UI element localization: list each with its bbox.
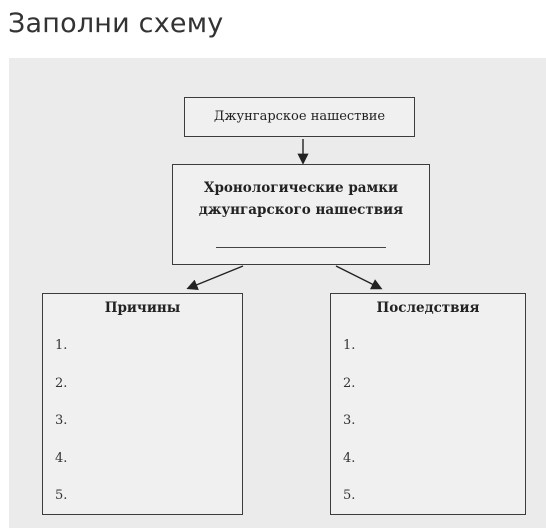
list-item: 2. (343, 375, 356, 391)
page-title: Заполни схему (8, 8, 224, 39)
list-item: 1. (55, 338, 68, 353)
effects-title: Последствия (376, 300, 480, 316)
effects-list: 1. 2. 3. 4. 5. (343, 338, 355, 526)
invasion-box: Джунгарское нашествие (184, 97, 415, 137)
diagram-arrows (186, 139, 383, 291)
list-item: 2. (55, 375, 68, 391)
effects-box: Последствия 1. 2. 3. 4. 5. (330, 293, 526, 515)
list-item: 3. (55, 413, 68, 428)
chrono-line-2: джунгарского нашествия (198, 202, 404, 218)
list-item: 3. (343, 413, 356, 428)
diagram-photo: Джунгарское нашествие Хронологические ра… (9, 58, 546, 528)
chrono-blank-line (216, 247, 386, 248)
list-item: 5. (343, 488, 356, 503)
causes-list: 1. 2. 3. 4. 5. (55, 338, 67, 526)
arrow-to-effects (335, 265, 383, 290)
chrono-line-1: Хронологические рамки (203, 180, 399, 196)
list-item: 1. (343, 338, 356, 353)
causes-title: Причины (104, 300, 181, 316)
list-item: 5. (55, 488, 68, 503)
list-item: 4. (343, 450, 356, 466)
list-item: 4. (55, 450, 68, 466)
causes-box: Причины 1. 2. 3. 4. 5. (42, 293, 243, 515)
arrow-to-causes (186, 265, 244, 291)
chronology-box: Хронологические рамки джунгарского нашес… (172, 164, 430, 265)
invasion-label: Джунгарское нашествие (213, 109, 386, 124)
